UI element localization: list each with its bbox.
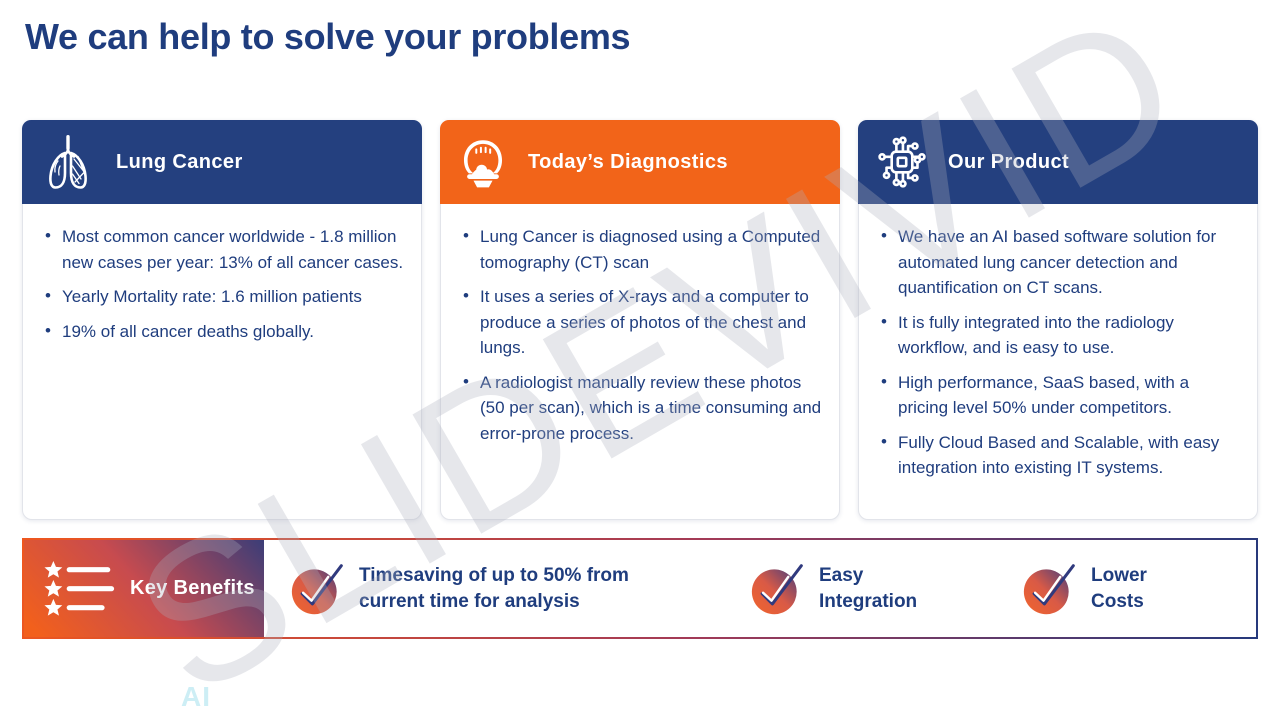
benefit-lower-costs: Lower Costs [1022,561,1186,617]
key-benefits-label: Key Benefits [130,577,255,599]
benefit-text: Easy Integration [819,565,918,612]
check-icon [1022,561,1078,617]
ct-scanner-icon [454,133,512,191]
bullet: Yearly Mortality rate: 1.6 million patie… [43,283,405,310]
benefit-easy-integration: Easy Integration [750,561,949,617]
card-title: Today’s Diagnostics [528,150,728,173]
card-our-product: Our Product We have an AI based software… [858,120,1258,520]
bullet: It uses a series of X-rays and a compute… [461,283,823,361]
card-title: Lung Cancer [116,150,243,173]
card-header: Our Product [858,120,1258,204]
card-bullets: We have an AI based software solution fo… [859,204,1257,481]
card-title: Our Product [948,150,1070,173]
key-benefits-banner-inner: Key Benefits [24,540,1256,637]
bullet: Lung Cancer is diagnosed using a Compute… [461,223,823,275]
card-bullets: Lung Cancer is diagnosed using a Compute… [441,204,839,446]
lungs-icon [36,130,100,194]
bullet: Most common cancer worldwide - 1.8 milli… [43,223,405,275]
benefit-timesaving: Timesaving of up to 50% from current tim… [290,561,675,617]
bullet: High performance, SaaS based, with a pri… [879,369,1241,421]
bullet: Fully Cloud Based and Scalable, with eas… [879,429,1241,481]
bullet: We have an AI based software solution fo… [879,223,1241,301]
ai-chip-icon [872,132,932,192]
key-benefits-banner: Key Benefits [22,538,1258,639]
bullet: A radiologist manually review these phot… [461,369,823,447]
bullet: It is fully integrated into the radiolog… [879,309,1241,361]
card-bullets: Most common cancer worldwide - 1.8 milli… [23,204,421,344]
check-icon [750,561,806,617]
bullet: 19% of all cancer deaths globally. [43,318,405,345]
card-lung-cancer: Lung Cancer Most common cancer worldwide… [22,120,422,520]
footer-logo: AI [181,681,211,712]
check-icon [290,561,346,617]
benefit-text: Timesaving of up to 50% from current tim… [359,565,629,612]
card-header: Lung Cancer [22,120,422,204]
cards-row: Lung Cancer Most common cancer worldwide… [22,120,1258,520]
page-title: We can help to solve your problems [25,16,631,57]
card-todays-diagnostics: Today’s Diagnostics Lung Cancer is diagn… [440,120,840,520]
star-list-icon [42,559,116,618]
key-benefits-label-box: Key Benefits [24,540,264,637]
card-header: Today’s Diagnostics [440,120,840,204]
benefit-text: Lower Costs [1091,565,1147,612]
